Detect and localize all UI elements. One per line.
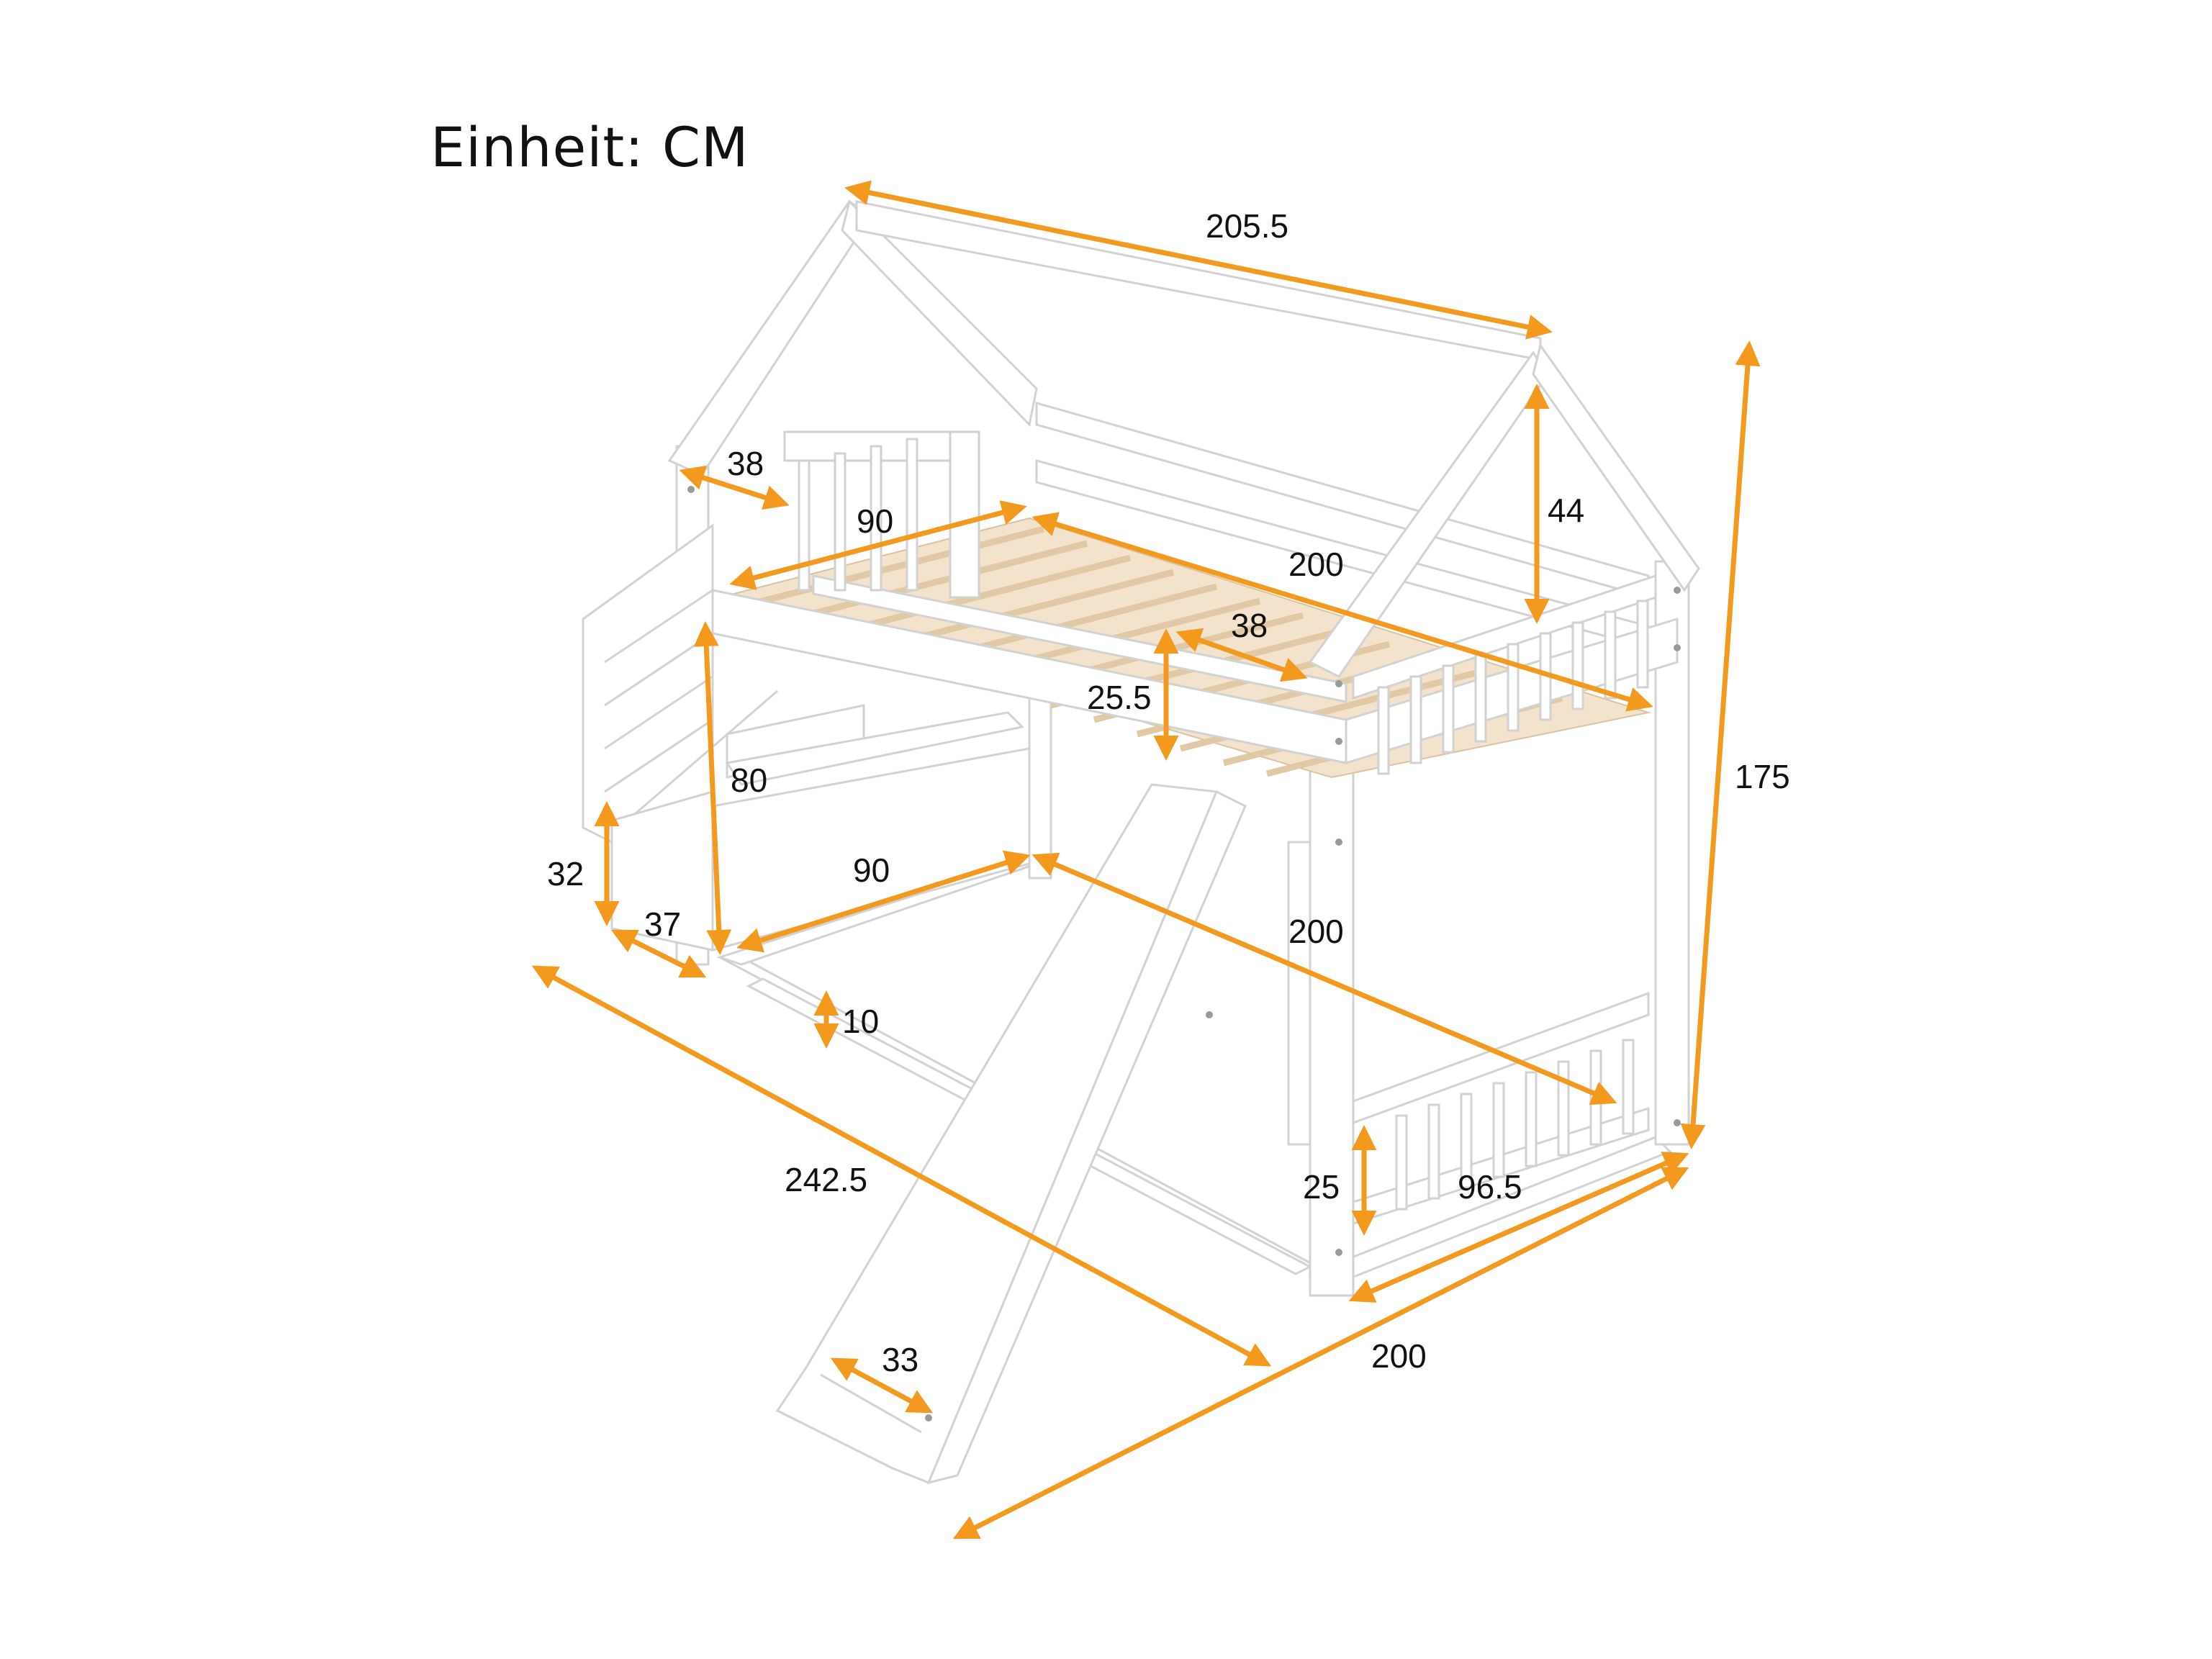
label-lower-width: 90 [853,851,890,889]
dimension-labels: 205.5 44 175 38 90 200 38 25.5 80 32 37 … [547,207,1790,1378]
label-upper-width: 90 [857,502,893,540]
arrow-upper-gap [1175,628,1308,682]
unit-title: Einheit: CM [430,115,749,179]
arrow-under-height [693,621,732,955]
label-upper-rail-height: 25.5 [1087,679,1152,716]
arrow-lower-length [1031,852,1617,1106]
arrow-total-depth [952,1167,1689,1540]
dimension-arrows [531,180,1761,1540]
label-under-height: 80 [731,761,767,799]
arrow-roof-length [844,180,1553,340]
arrow-guard-width [679,465,790,510]
label-floor-clearance: 10 [842,1003,879,1040]
label-slide-width: 33 [882,1341,918,1378]
label-lower-length: 200 [1288,913,1344,950]
label-roof-length: 205.5 [1206,207,1288,245]
label-total-height: 175 [1735,758,1790,795]
arrow-upper-length [1031,512,1653,712]
label-upper-length: 200 [1288,546,1344,583]
label-total-depth: 200 [1371,1337,1427,1375]
label-step-height: 32 [547,855,584,892]
arrow-total-height [1680,340,1761,1149]
arrow-upper-width [729,500,1027,590]
label-upper-gap: 38 [1231,607,1268,644]
arrow-slide-width [830,1357,934,1414]
label-lower-rail-height: 25 [1303,1168,1340,1206]
label-roof-height: 44 [1548,492,1584,529]
label-guard-width: 38 [727,445,764,482]
label-total-length: 242.5 [785,1161,867,1198]
bed-illustration [582,199,1700,1485]
label-lower-rail-length: 96.5 [1458,1168,1522,1206]
arrow-lower-width [736,850,1031,953]
label-step-depth: 37 [644,905,681,943]
